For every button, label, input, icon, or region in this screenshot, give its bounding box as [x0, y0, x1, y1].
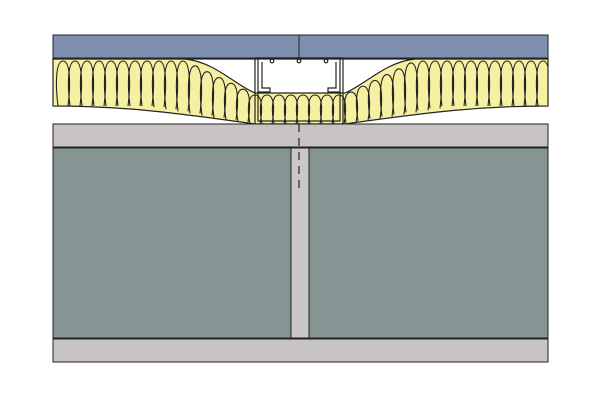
fibre-loop [223, 82, 239, 120]
gypsum-band-bottom [52, 338, 549, 363]
fibre-loop [511, 60, 527, 107]
metal-profile [254, 57, 344, 125]
fibre-loop [175, 60, 191, 112]
stud [290, 147, 310, 339]
fibre-loop [499, 60, 515, 107]
fibre-loop [319, 94, 335, 124]
fibre-loop [259, 94, 275, 124]
panel-right [308, 147, 549, 339]
fibre-loop [427, 60, 443, 109]
fibre-loop [187, 65, 203, 114]
fibre-loop [355, 85, 371, 121]
insulation-layer [52, 58, 549, 125]
fibre-loop [91, 60, 107, 107]
fibre-loop [115, 60, 131, 107]
fibre-loop [451, 60, 467, 107]
fibre-loop [439, 60, 455, 107]
fibre-loop [343, 91, 359, 124]
fibre-loop [271, 94, 287, 124]
fibre-loop [55, 60, 71, 107]
fibre-loop [367, 79, 383, 119]
fibre-loop [103, 60, 119, 107]
fibre-loop [283, 94, 299, 124]
fibre-loop [151, 60, 167, 108]
fibre-loop [523, 60, 539, 107]
fibre-loop [379, 74, 395, 117]
fibre-loop [307, 94, 323, 124]
fibre-loop [535, 60, 548, 107]
fibre-loop [391, 68, 407, 115]
fibre-loop [127, 60, 143, 107]
fibre-loop [79, 60, 95, 107]
fibre-loop [403, 62, 419, 113]
fibre-loop [163, 60, 179, 110]
fibre-loop [331, 94, 347, 124]
top-board-right [298, 34, 549, 59]
fibre-loop [67, 60, 83, 107]
panel-left [52, 147, 292, 339]
top-board-left [52, 34, 300, 59]
fibre-loop [475, 60, 491, 107]
fibre-loop [139, 60, 155, 107]
fibre-loop [487, 60, 503, 107]
gypsum-band-top [52, 123, 549, 148]
fibre-loop [235, 88, 251, 122]
fibre-loop [199, 71, 215, 116]
insulation-fibre-loops [55, 60, 548, 124]
fibre-loop [415, 60, 431, 111]
fibre-loop [463, 60, 479, 107]
fibre-loop [295, 94, 311, 124]
fibre-loop [211, 76, 227, 118]
